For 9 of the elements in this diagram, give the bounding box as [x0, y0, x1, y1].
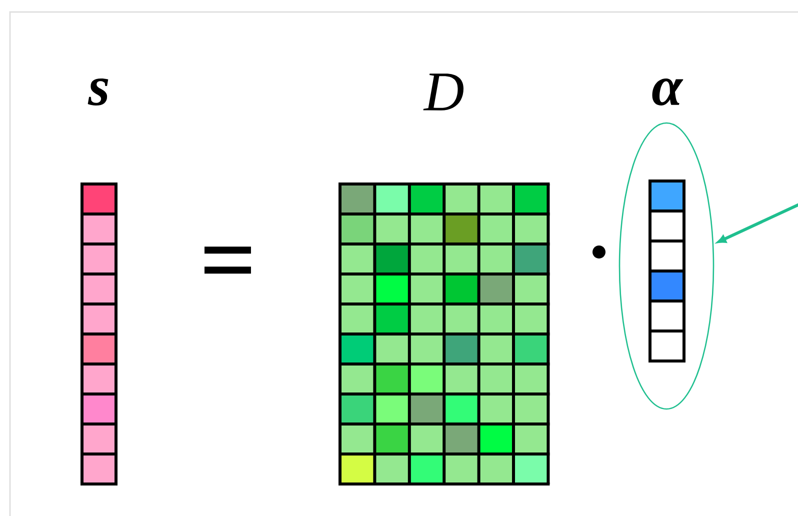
vector: s [80, 78, 118, 486]
node-label: D [423, 74, 464, 110]
vector: α [648, 78, 686, 362]
matrix: D [338, 74, 550, 486]
highlight-ellipse [618, 122, 714, 410]
node-label: s [88, 78, 108, 106]
equals-sign: = [204, 246, 251, 274]
node-label: α [652, 78, 684, 106]
arrow [717, 202, 798, 244]
